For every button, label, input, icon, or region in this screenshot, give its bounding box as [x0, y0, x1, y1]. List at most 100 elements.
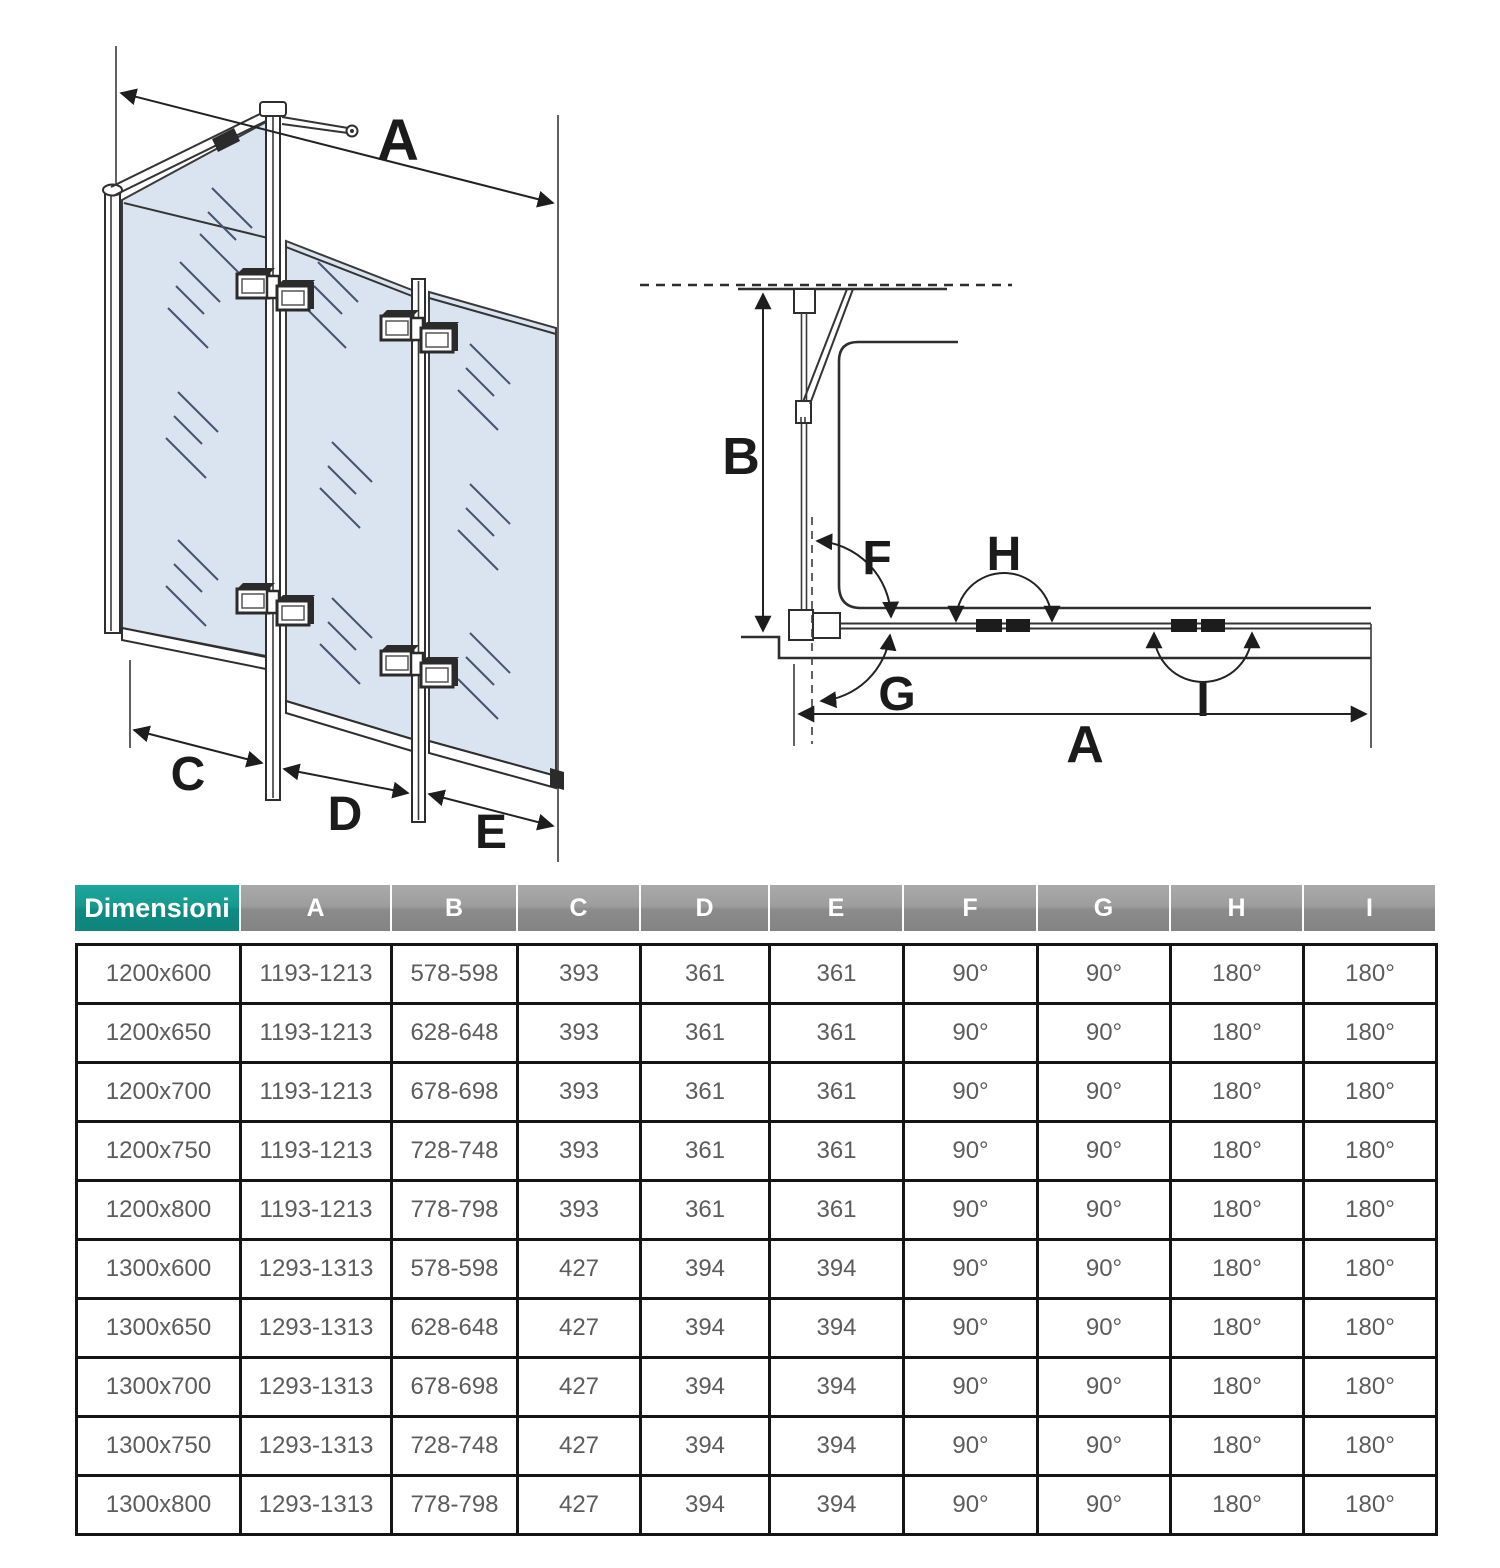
cell-h: 180° — [1169, 1356, 1305, 1418]
cell-b: 728-748 — [390, 1120, 519, 1182]
dim-label-c: C — [171, 748, 206, 801]
glass-panel-1 — [121, 120, 267, 658]
table-row: 1200x600 1193-1213 578-598 393 361 361 9… — [75, 943, 1438, 1005]
cell-a: 1193-1213 — [239, 1061, 393, 1123]
dim-line-a — [119, 88, 555, 208]
table-row: 1300x750 1293-1313 728-748 427 394 394 9… — [75, 1415, 1438, 1477]
cell-a: 1293-1313 — [239, 1415, 393, 1477]
cell-size: 1300x650 — [75, 1297, 242, 1359]
table-row: 1200x700 1193-1213 678-698 393 361 361 9… — [75, 1061, 1438, 1123]
cell-d: 361 — [639, 1120, 771, 1182]
cell-a: 1293-1313 — [239, 1474, 393, 1536]
cell-h: 180° — [1169, 1238, 1305, 1300]
cell-f: 90° — [902, 1297, 1039, 1359]
cell-f: 90° — [902, 1120, 1039, 1182]
cell-a: 1293-1313 — [239, 1356, 393, 1418]
dim-label-d: D — [328, 788, 363, 841]
cell-f: 90° — [902, 1415, 1039, 1477]
cell-a: 1193-1213 — [239, 943, 393, 1005]
cell-e: 361 — [768, 1179, 905, 1241]
cell-a: 1293-1313 — [239, 1238, 393, 1300]
table-row: 1300x650 1293-1313 628-648 427 394 394 9… — [75, 1297, 1438, 1359]
cell-c: 427 — [516, 1356, 642, 1418]
cell-d: 361 — [639, 1002, 771, 1064]
cell-i: 180° — [1302, 1238, 1438, 1300]
cell-b: 628-648 — [390, 1297, 519, 1359]
pivot-post-2 — [411, 278, 426, 823]
cell-g: 90° — [1036, 943, 1172, 1005]
cell-a: 1293-1313 — [239, 1297, 393, 1359]
dim-label-a: A — [377, 108, 419, 173]
cell-d: 361 — [639, 1179, 771, 1241]
tub-inner-edge — [837, 340, 1371, 610]
cell-e: 361 — [768, 1061, 905, 1123]
dim-label-e: E — [475, 806, 507, 859]
table-header-a: A — [239, 885, 390, 931]
cell-f: 90° — [902, 1474, 1039, 1536]
cell-i: 180° — [1302, 1415, 1438, 1477]
cell-f: 90° — [902, 943, 1039, 1005]
cell-c: 393 — [516, 1179, 642, 1241]
cell-size: 1300x750 — [75, 1415, 242, 1477]
cell-b: 678-698 — [390, 1061, 519, 1123]
wall-bracket — [793, 288, 854, 611]
table-header-i: I — [1302, 885, 1435, 931]
cell-size: 1300x600 — [75, 1238, 242, 1300]
cell-g: 90° — [1036, 1356, 1172, 1418]
cell-i: 180° — [1302, 1120, 1438, 1182]
cell-e: 394 — [768, 1415, 905, 1477]
cell-h: 180° — [1169, 1061, 1305, 1123]
table-header-f: F — [902, 885, 1036, 931]
cell-d: 394 — [639, 1415, 771, 1477]
hinge-block — [1006, 619, 1030, 632]
table-body: 1200x600 1193-1213 578-598 393 361 361 9… — [75, 943, 1438, 1536]
cell-b: 678-698 — [390, 1356, 519, 1418]
cell-b: 578-598 — [390, 1238, 519, 1300]
cell-g: 90° — [1036, 1474, 1172, 1536]
cell-size: 1200x800 — [75, 1179, 242, 1241]
cell-c: 393 — [516, 1120, 642, 1182]
dim-line-e — [427, 789, 555, 831]
cell-h: 180° — [1169, 943, 1305, 1005]
table-row: 1200x800 1193-1213 778-798 393 361 361 9… — [75, 1179, 1438, 1241]
cell-d: 394 — [639, 1297, 771, 1359]
cell-size: 1200x750 — [75, 1120, 242, 1182]
dim-line-c — [132, 725, 264, 768]
cell-d: 394 — [639, 1238, 771, 1300]
cell-g: 90° — [1036, 1002, 1172, 1064]
cell-c: 427 — [516, 1415, 642, 1477]
cell-g: 90° — [1036, 1297, 1172, 1359]
cell-b: 778-798 — [390, 1179, 519, 1241]
rail-end-cap — [550, 768, 564, 790]
angle-label-h: H — [987, 528, 1022, 581]
technical-drawings: A C D E — [102, 46, 1372, 862]
cell-c: 393 — [516, 1061, 642, 1123]
angle-arc-i — [1145, 631, 1261, 683]
cell-c: 427 — [516, 1238, 642, 1300]
cell-h: 180° — [1169, 1415, 1305, 1477]
folded-glass-line — [839, 619, 1371, 632]
table-header-h: H — [1169, 885, 1302, 931]
cell-f: 90° — [902, 1356, 1039, 1418]
cell-e: 361 — [768, 943, 905, 1005]
cell-b: 578-598 — [390, 943, 519, 1005]
cell-g: 90° — [1036, 1238, 1172, 1300]
cell-h: 180° — [1169, 1179, 1305, 1241]
cell-i: 180° — [1302, 1356, 1438, 1418]
cell-a: 1193-1213 — [239, 1179, 393, 1241]
cell-b: 778-798 — [390, 1474, 519, 1536]
cell-h: 180° — [1169, 1120, 1305, 1182]
cell-d: 394 — [639, 1356, 771, 1418]
bottom-rails — [121, 626, 564, 790]
angle-arc-g — [819, 633, 897, 709]
angle-arc-f — [815, 533, 900, 619]
angle-label-f: F — [862, 532, 891, 585]
cell-h: 180° — [1169, 1002, 1305, 1064]
table-row: 1200x650 1193-1213 628-648 393 361 361 9… — [75, 1002, 1438, 1064]
cell-f: 90° — [902, 1238, 1039, 1300]
cell-g: 90° — [1036, 1120, 1172, 1182]
dim-label-b: B — [722, 428, 760, 486]
cell-c: 427 — [516, 1474, 642, 1536]
hinge-block — [976, 619, 1002, 632]
hinge-block — [1171, 619, 1197, 632]
